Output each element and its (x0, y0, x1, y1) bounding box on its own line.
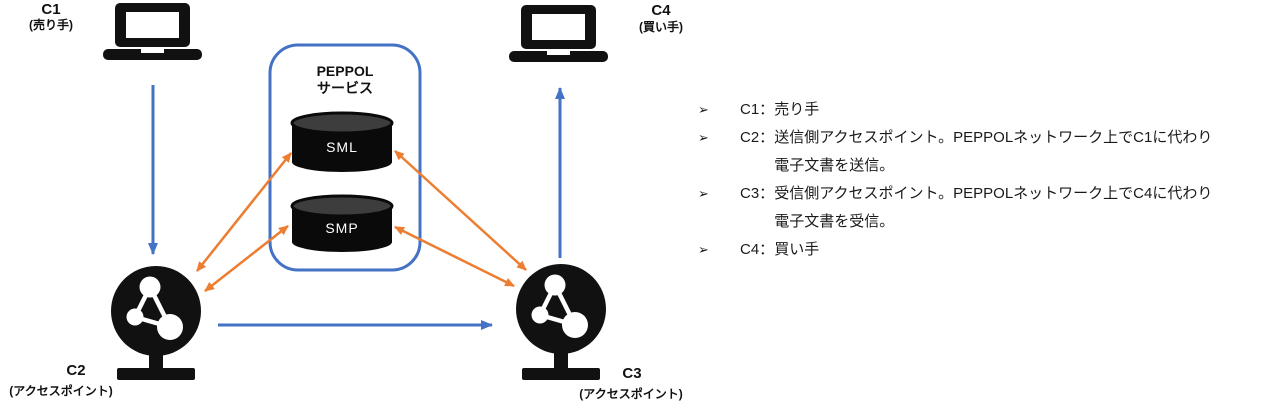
legend-item-c3: ➢ C3： 受信側アクセスポイント。PEPPOLネットワーク上でC4に代わり電子… (698, 180, 1222, 236)
legend-item-desc: 受信側アクセスポイント。PEPPOLネットワーク上でC4に代わり電子文書を受信。 (774, 185, 1213, 230)
c3-access-point-icon (516, 264, 606, 380)
legend-item-label: C3： (740, 185, 775, 202)
c1-role-label: (売り手) (29, 17, 73, 32)
legend-item-c1: ➢ C1： 売り手 (698, 96, 1222, 124)
legend-item-c4: ➢ C4： 買い手 (698, 236, 1222, 264)
arrow-c2-smp (204, 225, 289, 292)
legend-item-label: C1： (740, 101, 775, 118)
arrow-bullet-icon: ➢ (698, 102, 709, 117)
sml-database-icon: SML (290, 111, 394, 172)
c3-label: C3 (622, 365, 641, 382)
arrow-c2-sml (196, 152, 292, 272)
c2-access-point-icon (111, 266, 201, 380)
c2-label: C2 (66, 362, 85, 379)
legend-item-label: C4： (740, 241, 775, 258)
c4-label: C4 (651, 2, 671, 19)
arrow-bullet-icon: ➢ (698, 242, 709, 257)
legend-item-label: C2： (740, 129, 775, 146)
arrow-c3-smp (394, 225, 515, 288)
c4-role-label: (買い手) (639, 19, 683, 34)
c2-role-label: (アクセスポイント) (9, 383, 112, 398)
legend-item-desc: 買い手 (774, 241, 820, 258)
peppol-box-title-line2: サービス (317, 80, 373, 96)
c3-role-label: (アクセスポイント) (579, 386, 682, 401)
arrow-c3-sml (394, 150, 527, 271)
smp-label: SMP (325, 220, 358, 236)
c4-laptop-icon (509, 5, 608, 62)
peppol-box-title-line1: PEPPOL (317, 63, 374, 79)
c1-laptop-icon (103, 3, 202, 60)
arrow-bullet-icon: ➢ (698, 130, 709, 145)
arrow-bullet-icon: ➢ (698, 186, 709, 201)
legend-item-c2: ➢ C2： 送信側アクセスポイント。PEPPOLネットワーク上でC1に代わり電子… (698, 124, 1222, 180)
legend: ➢ C1： 売り手 ➢ C2： 送信側アクセスポイント。PEPPOLネットワーク… (698, 96, 1222, 264)
legend-item-desc: 送信側アクセスポイント。PEPPOLネットワーク上でC1に代わり電子文書を送信。 (774, 129, 1213, 174)
c1-label: C1 (41, 1, 60, 18)
smp-database-icon: SMP (290, 194, 394, 252)
sml-label: SML (326, 139, 358, 155)
legend-item-desc: 売り手 (774, 101, 820, 118)
peppol-network-diagram: C1 (売り手) C4 (買い手) PEPPOL サービス SML SMP (9, 1, 683, 401)
